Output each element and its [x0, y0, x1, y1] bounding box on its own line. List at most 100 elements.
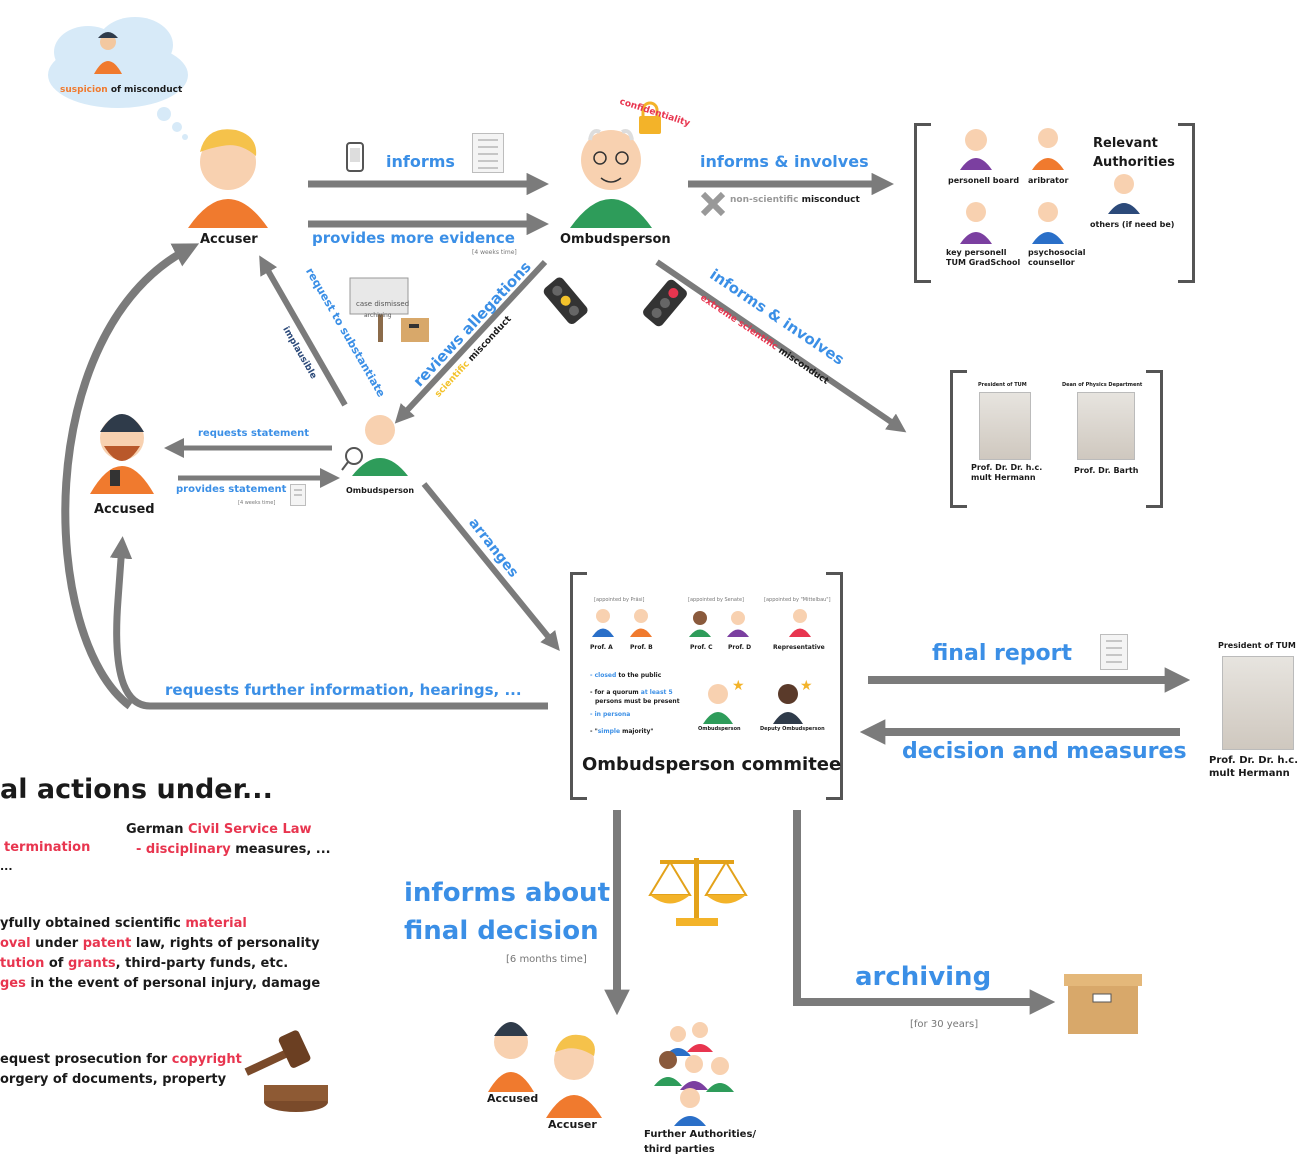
- arrow-extreme: [655, 259, 907, 433]
- legal-l1b: material: [185, 916, 247, 931]
- edge-archiving: archiving: [855, 962, 992, 992]
- legal-l5b: copyright: [171, 1052, 242, 1067]
- legal-l2b: under: [30, 936, 83, 951]
- edge-requests-statement: requests statement: [198, 428, 310, 439]
- edge-provides-evidence: provides more evidence: [312, 229, 515, 247]
- committee-representative: Representative: [773, 644, 825, 651]
- leader-hermann: Prof. Dr. Dr. h.c. mult Hermann: [971, 463, 1042, 483]
- ombudsperson-small-figure: [341, 415, 408, 476]
- president-right-photo: [1222, 656, 1294, 750]
- non-scientific-label: non-scientific misconduct: [730, 195, 860, 205]
- edge-weeks-1: [4 weeks time]: [472, 249, 517, 256]
- leader-dean-title: Dean of Physics Department: [1062, 382, 1143, 388]
- committee-rule-2: - for a quorum at least 5 persons must b…: [590, 688, 680, 706]
- committee-appointed-c: [appointed by "Mittelbau"]: [764, 597, 831, 603]
- bottom-further-1: Further Authorities/: [644, 1129, 757, 1140]
- barth-photo: [1077, 392, 1135, 460]
- traffic-light-red-icon: [643, 279, 687, 327]
- edge-informs: informs: [386, 152, 455, 171]
- thirty-years-label: [for 30 years]: [910, 1019, 979, 1030]
- auth-key-2: TUM GradSchool: [946, 258, 1021, 267]
- committee-prof-b: Prof. B: [630, 644, 653, 651]
- authorities-people: [960, 128, 1140, 244]
- edge-decision-measures: decision and measures: [902, 739, 1187, 764]
- rule2-b: at least 5: [640, 689, 673, 696]
- committee-bracket-left: [570, 572, 587, 800]
- committee-title: Ombudsperson commitee: [582, 754, 842, 775]
- committee-rule-4: - "simple majority": [590, 728, 654, 735]
- svg-text:★: ★: [732, 678, 745, 694]
- committee-deputy: Deputy Ombudsperson: [760, 726, 825, 732]
- authorities-bracket-right: [1178, 123, 1195, 283]
- legal-l3d: , third-party funds, etc.: [115, 956, 289, 971]
- legal-l2d: law, rights of personality: [131, 936, 320, 951]
- arrow-back-to-accuser: [61, 243, 200, 710]
- hermann-photo: [979, 392, 1031, 460]
- legal-l1a: yfully obtained scientific: [0, 916, 186, 931]
- bottom-accused: Accused: [487, 1092, 539, 1105]
- president-right-name-2: mult Hermann: [1209, 768, 1290, 779]
- arrow-arranges: [421, 482, 560, 651]
- informs-about: informs about: [404, 878, 610, 908]
- legal-termination: termination: [4, 840, 91, 855]
- rule4-c: majority": [620, 728, 654, 735]
- bottom-further-2: third parties: [644, 1144, 715, 1155]
- archive-box-icon: [1064, 974, 1142, 1034]
- leader-barth: Prof. Dr. Barth: [1074, 466, 1139, 475]
- phone-icon: [346, 142, 364, 172]
- arrow-request-substantiate: [259, 255, 348, 407]
- cross-icon: [700, 191, 726, 217]
- legal-civil-service: German Civil Service Law: [126, 822, 312, 837]
- legal-l6: orgery of documents, property: [0, 1072, 227, 1087]
- leader-hermann-2: mult Hermann: [971, 473, 1036, 482]
- final-report-document-icon: [1100, 634, 1128, 670]
- lock-icon: [639, 101, 661, 134]
- accused-figure: [90, 414, 154, 494]
- committee-ombudsperson: Ombudsperson: [698, 726, 741, 732]
- legal-heading: al actions under...: [0, 774, 273, 805]
- leaders-bracket-left: [950, 370, 967, 508]
- auth-key-1: key personell: [946, 248, 1007, 257]
- rule1-b: to the public: [616, 672, 662, 679]
- president-right-name-1: Prof. Dr. Dr. h.c.: [1209, 755, 1299, 766]
- leader-president-title: President of TUM: [978, 382, 1027, 388]
- legal-l3b: of: [44, 956, 68, 971]
- auth-psychosocial: psychosocial counsellor: [1028, 248, 1086, 268]
- leaders-bracket-right: [1146, 370, 1163, 508]
- accuser-label: Accuser: [200, 232, 258, 247]
- committee-prof-d: Prof. D: [728, 644, 752, 651]
- edge-final-report: final report: [932, 641, 1073, 666]
- authorities-bracket-left: [914, 123, 931, 283]
- rule2-c: persons must be present: [595, 698, 680, 705]
- sign-archiving: archiving: [364, 312, 392, 319]
- committee-rule-3: - in persona: [590, 711, 631, 718]
- legal-l4a: ges: [0, 976, 26, 991]
- legal-civil-list: yfully obtained scientific material oval…: [0, 914, 320, 994]
- edge-provides-statement: provides statement: [176, 484, 287, 495]
- non-scientific-text: non-scientific: [730, 195, 799, 205]
- legal-civil-1: German: [126, 822, 188, 837]
- sign-case-dismissed: case dismissed: [356, 300, 410, 308]
- cloud-suspicion: suspicion: [60, 85, 108, 95]
- auth-arbitrator: aribrator: [1028, 176, 1069, 185]
- scale-icon: [648, 858, 748, 926]
- case-dismissed-sign: [349, 277, 429, 342]
- legal-disc-1: - disciplinary: [136, 842, 231, 857]
- accused-label: Accused: [94, 502, 155, 517]
- president-right-title: President of TUM: [1218, 641, 1296, 650]
- rule1-a: - closed: [590, 672, 617, 679]
- committee-prof-a: Prof. A: [590, 644, 613, 651]
- arrow-reviews: [394, 259, 548, 424]
- authorities-title-1: Relevant: [1093, 136, 1158, 151]
- arrow-archiving: [793, 810, 1056, 1015]
- authorities-title-2: Authorities: [1093, 155, 1175, 170]
- ombudsperson-label: Ombudsperson: [560, 232, 671, 247]
- legal-ellipsis: ...: [0, 860, 13, 873]
- ombudsperson-figure: [570, 129, 652, 228]
- arrow-requests-further: [109, 536, 548, 710]
- informs-final-decision: informs about final decision: [404, 874, 610, 950]
- legal-l4b: in the event of personal injury, damage: [25, 976, 321, 991]
- bottom-accuser: Accuser: [548, 1118, 597, 1131]
